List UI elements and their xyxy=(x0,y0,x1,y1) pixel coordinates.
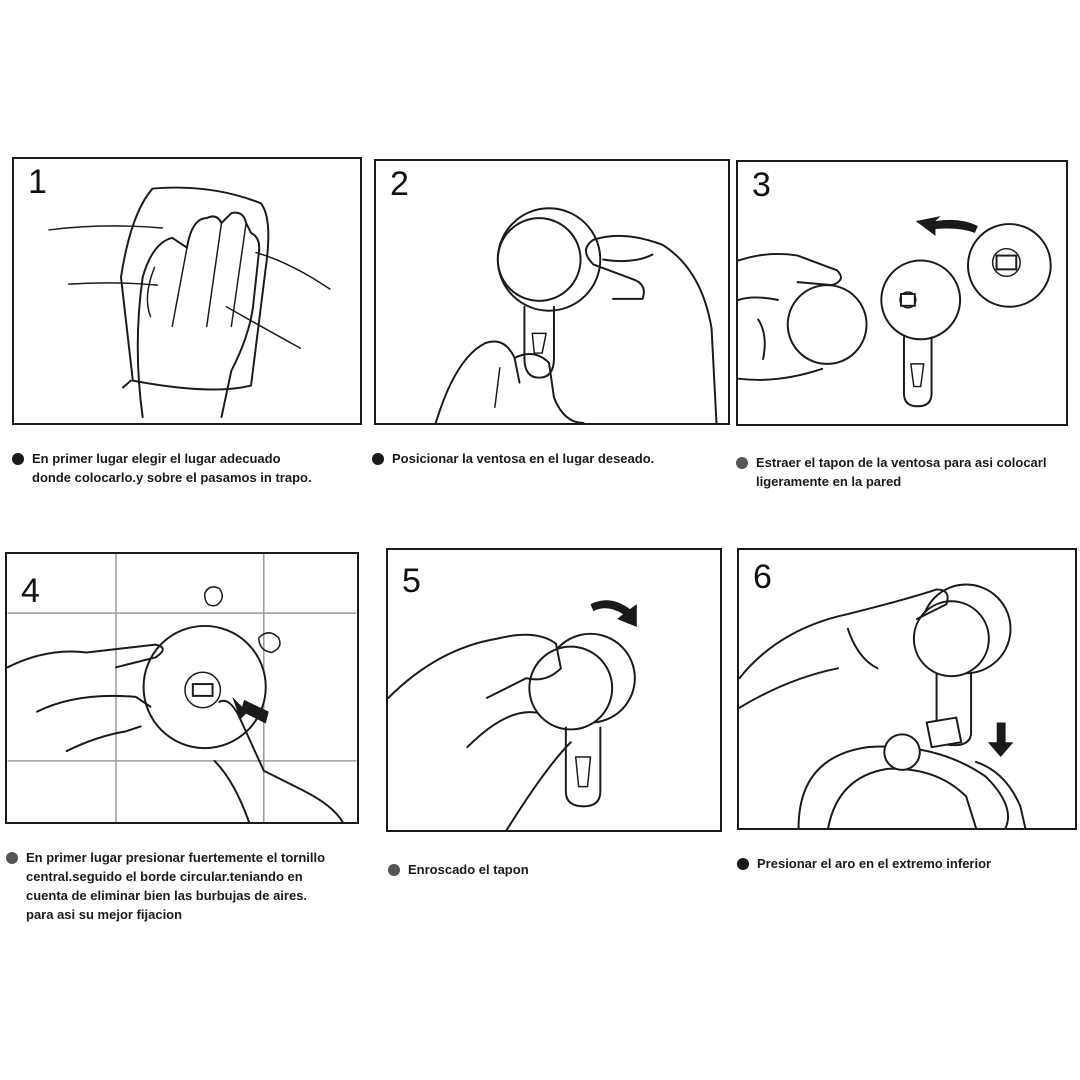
removing-cap-illustration xyxy=(738,216,1052,408)
step-3-number: 3 xyxy=(752,166,771,204)
step-4-panel: 4 xyxy=(5,552,359,824)
step-6-number: 6 xyxy=(753,558,772,596)
bullet-icon xyxy=(737,858,749,870)
positioning-suction-cup-illustration xyxy=(434,207,718,423)
step-4-number: 4 xyxy=(21,572,40,610)
step-5-panel: 5 xyxy=(386,548,722,832)
bullet-icon xyxy=(372,453,384,465)
step-6-panel: 6 xyxy=(737,548,1077,830)
step-2-panel: 2 xyxy=(374,159,730,425)
step-2-number: 2 xyxy=(390,165,409,203)
pressing-screw-illustration xyxy=(7,554,357,822)
bullet-icon xyxy=(388,864,400,876)
screwing-cap-illustration xyxy=(388,600,637,830)
bullet-icon xyxy=(6,852,18,864)
step-5-number: 5 xyxy=(402,562,421,600)
wiping-cloth-illustration xyxy=(48,186,331,419)
step-1-number: 1 xyxy=(28,163,47,201)
step-3-panel: 3 xyxy=(736,160,1068,426)
step-1-panel: 1 xyxy=(12,157,362,425)
bullet-icon xyxy=(12,453,24,465)
bullet-icon xyxy=(736,457,748,469)
attaching-ring-illustration xyxy=(739,583,1027,828)
